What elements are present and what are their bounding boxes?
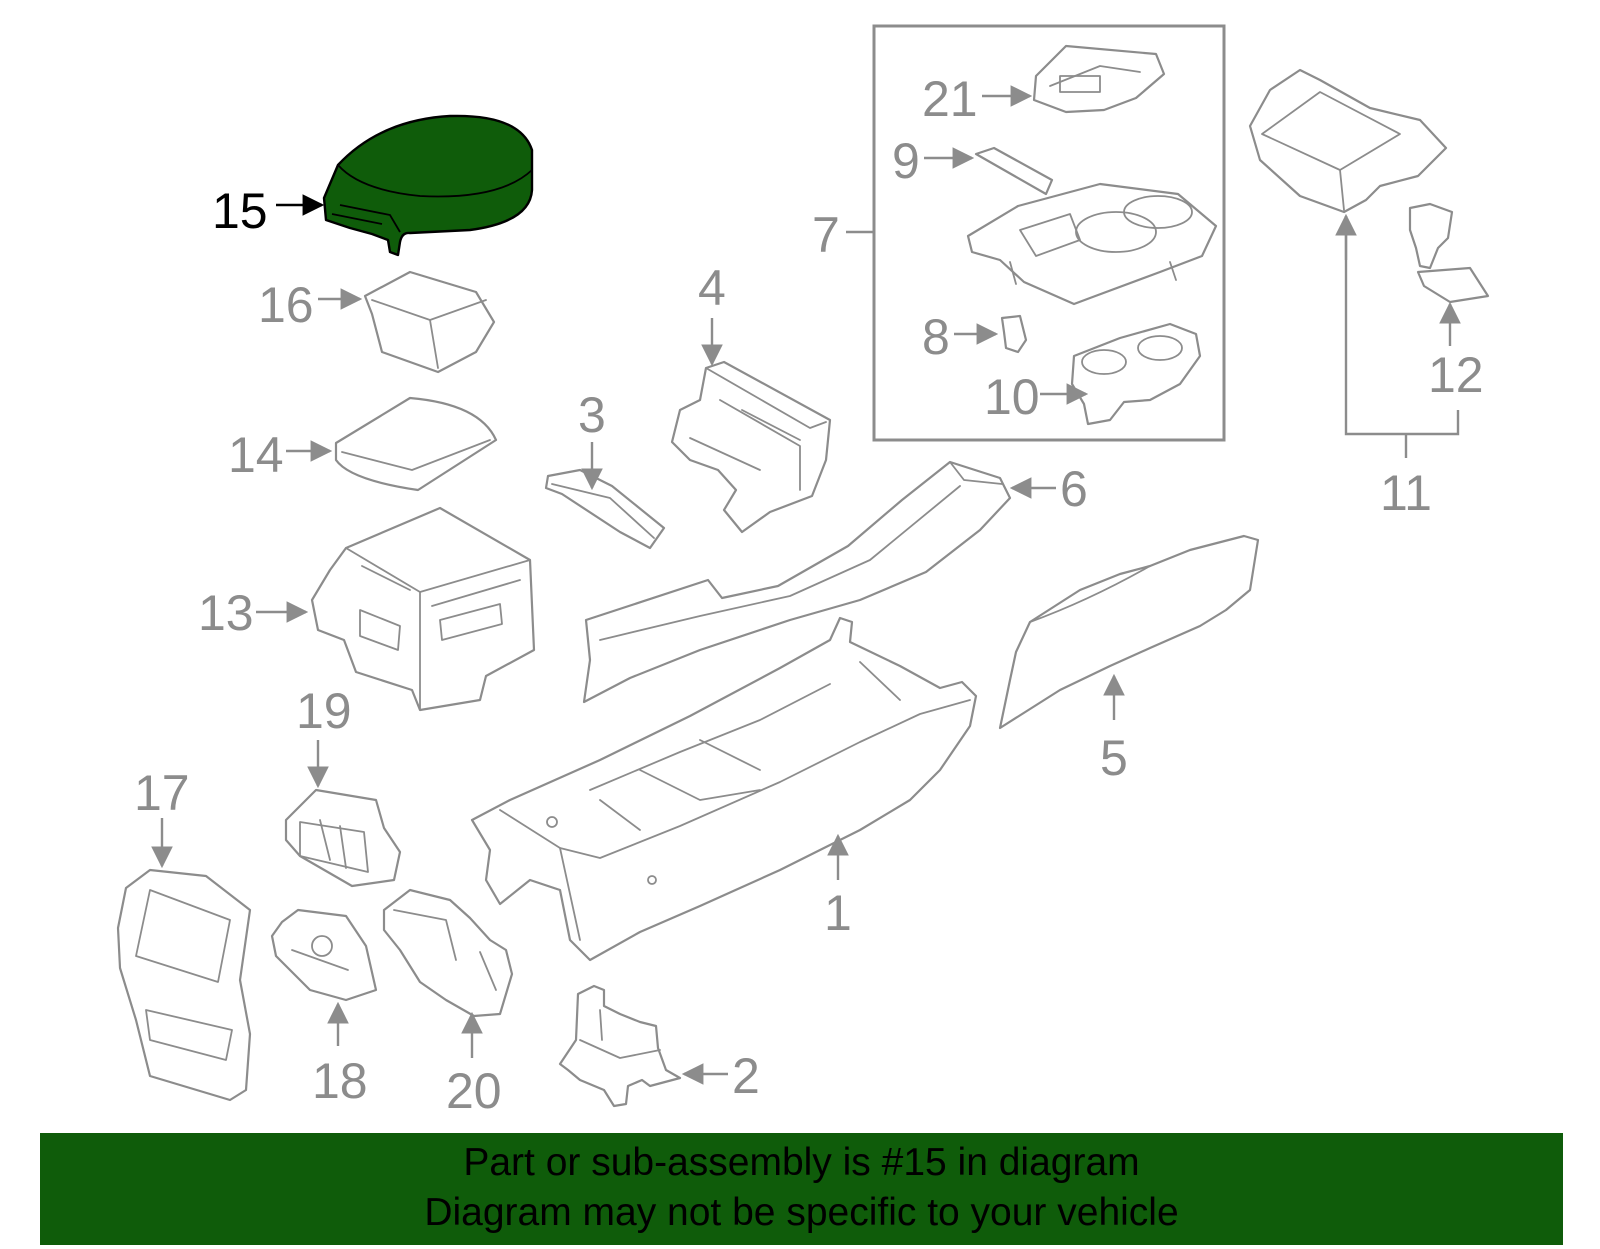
part-1-console-body[interactable]	[470, 616, 978, 962]
part-18-switch-panel[interactable]	[270, 908, 378, 1002]
callout-19[interactable]: 19	[296, 683, 352, 739]
part-6-side-trim[interactable]	[582, 460, 1012, 704]
part-21-shift-bezel[interactable]	[1032, 44, 1166, 114]
callout-10[interactable]: 10	[984, 369, 1040, 425]
callout-6[interactable]: 6	[1060, 461, 1088, 517]
callout-16[interactable]: 16	[258, 277, 314, 333]
part-17-rear-panel[interactable]	[116, 868, 252, 1102]
part-11-front-tray[interactable]	[1248, 68, 1448, 214]
info-banner: Part or sub-assembly is #15 in diagram D…	[40, 1133, 1563, 1245]
part-8-clip[interactable]	[1000, 314, 1028, 354]
part-4-bracket[interactable]	[670, 360, 832, 534]
part-20-duct[interactable]	[382, 888, 514, 1018]
callout-1[interactable]: 1	[824, 885, 852, 941]
part-10-cup-holder[interactable]	[1070, 322, 1202, 426]
banner-line-1: Part or sub-assembly is #15 in diagram	[463, 1141, 1140, 1184]
callout-12[interactable]: 12	[1428, 347, 1484, 403]
callout-21[interactable]: 21	[922, 71, 978, 127]
part-15-armrest-lid[interactable]	[322, 114, 534, 257]
part-14-pad[interactable]	[334, 396, 498, 492]
leader-11	[1344, 216, 1460, 436]
callout-3[interactable]: 3	[578, 387, 606, 443]
part-9-trim-bar[interactable]	[974, 146, 1054, 196]
part-5-side-panel[interactable]	[998, 534, 1260, 730]
callout-14[interactable]: 14	[228, 427, 284, 483]
callout-4[interactable]: 4	[698, 260, 726, 316]
part-12-switch[interactable]	[1408, 202, 1490, 304]
callout-13[interactable]: 13	[198, 585, 254, 641]
callout-8[interactable]: 8	[922, 309, 950, 365]
part-19-vent[interactable]	[284, 788, 402, 888]
part-13-console-box[interactable]	[310, 506, 536, 712]
callout-18[interactable]: 18	[312, 1053, 368, 1109]
callout-2[interactable]: 2	[732, 1048, 760, 1104]
callout-20[interactable]: 20	[446, 1063, 502, 1119]
callout-17[interactable]: 17	[134, 765, 190, 821]
callout-5[interactable]: 5	[1100, 730, 1128, 786]
part-2-bracket[interactable]	[558, 984, 682, 1108]
callout-11[interactable]: 11	[1380, 465, 1432, 521]
part-7-cupholder-trim[interactable]	[966, 182, 1218, 306]
part-16-storage-tray[interactable]	[363, 270, 496, 374]
callout-15[interactable]: 15	[212, 183, 268, 239]
part-3-trim-strip[interactable]	[544, 468, 666, 550]
callout-9[interactable]: 9	[892, 133, 920, 189]
banner-line-2: Diagram may not be specific to your vehi…	[424, 1191, 1179, 1234]
callout-7[interactable]: 7	[812, 207, 840, 263]
